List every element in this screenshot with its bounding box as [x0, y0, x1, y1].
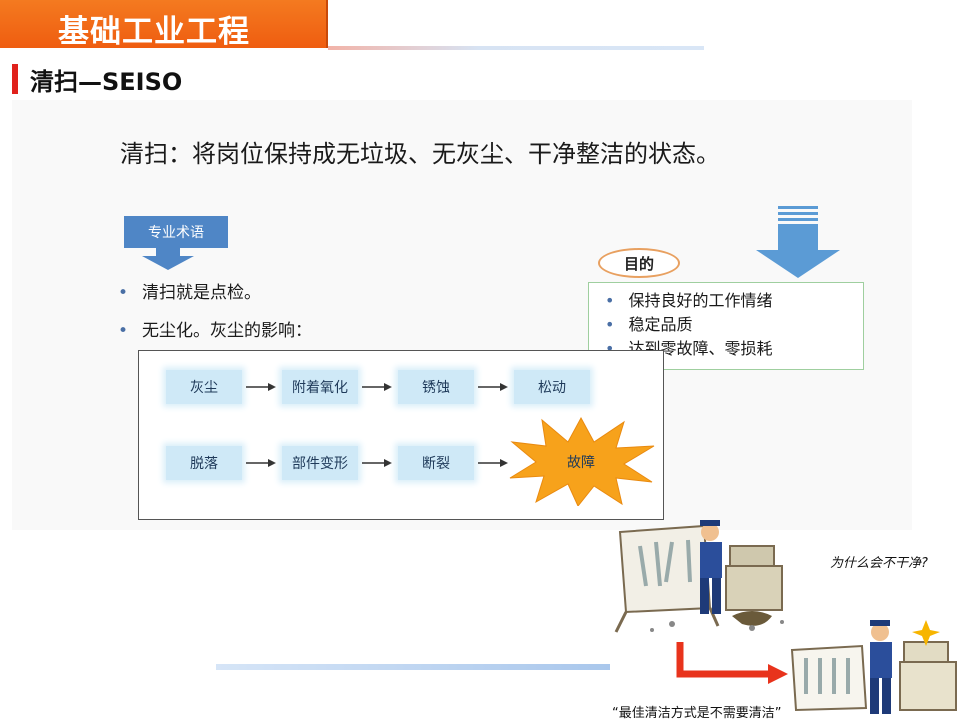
arrow-right-icon	[362, 383, 392, 391]
bullet-text: 无尘化。灰尘的影响：	[142, 321, 313, 341]
flow-node-failure: 故障	[567, 455, 595, 471]
bullet-icon: •	[605, 339, 615, 358]
list-item: • 稳定品质	[605, 311, 692, 335]
purpose-text: 稳定品质	[628, 315, 693, 334]
header-banner	[0, 0, 328, 48]
section-title: 清扫—SEISO	[30, 68, 183, 96]
section-marker	[12, 64, 18, 94]
flow-node-deformation: 部件变形	[282, 446, 358, 480]
footer-divider	[216, 664, 610, 670]
illustration-question: 为什么会不干净?	[830, 556, 928, 571]
bullet-icon: •	[605, 315, 615, 334]
failure-burst-icon	[509, 416, 655, 506]
arrow-right-icon	[246, 383, 276, 391]
flow-node-fracture: 断裂	[398, 446, 474, 480]
flow-node-rust: 锈蚀	[398, 370, 474, 404]
purpose-label: 目的	[598, 248, 680, 278]
cleaning-illustration	[614, 520, 957, 714]
bullet-text: 清扫就是点检。	[142, 283, 262, 303]
list-item: • 保持良好的工作情绪	[605, 287, 772, 311]
flow-node-oxidation: 附着氧化	[282, 370, 358, 404]
down-arrow-icon	[756, 206, 840, 278]
flow-node-detach: 脱落	[166, 446, 242, 480]
list-item: • 清扫就是点检。	[118, 278, 261, 303]
list-item: • 无尘化。灰尘的影响：	[118, 316, 312, 341]
page-title: 基础工业工程	[58, 14, 250, 50]
header-divider	[328, 46, 704, 50]
flow-node-dust: 灰尘	[166, 370, 242, 404]
down-arrow-icon	[142, 248, 194, 270]
terminology-badge: 专业术语	[124, 216, 228, 248]
bullet-icon: •	[118, 321, 129, 341]
illustration-quote: “最佳清洁方式是不需要清洁”	[612, 706, 782, 721]
bullet-icon: •	[118, 283, 129, 303]
arrow-right-icon	[478, 459, 508, 467]
arrow-right-icon	[478, 383, 508, 391]
purpose-text: 保持良好的工作情绪	[628, 291, 773, 310]
arrow-right-icon	[246, 459, 276, 467]
purpose-box: • 保持良好的工作情绪 • 稳定品质 • 达到零故障、零损耗	[588, 282, 864, 370]
flow-node-loosening: 松动	[514, 370, 590, 404]
purpose-text: 达到零故障、零损耗	[628, 339, 773, 358]
definition-text: 清扫：将岗位保持成无垃圾、无灰尘、干净整洁的状态。	[120, 140, 720, 168]
list-item: • 达到零故障、零损耗	[605, 335, 772, 359]
bullet-icon: •	[605, 291, 615, 310]
arrow-right-icon	[362, 459, 392, 467]
